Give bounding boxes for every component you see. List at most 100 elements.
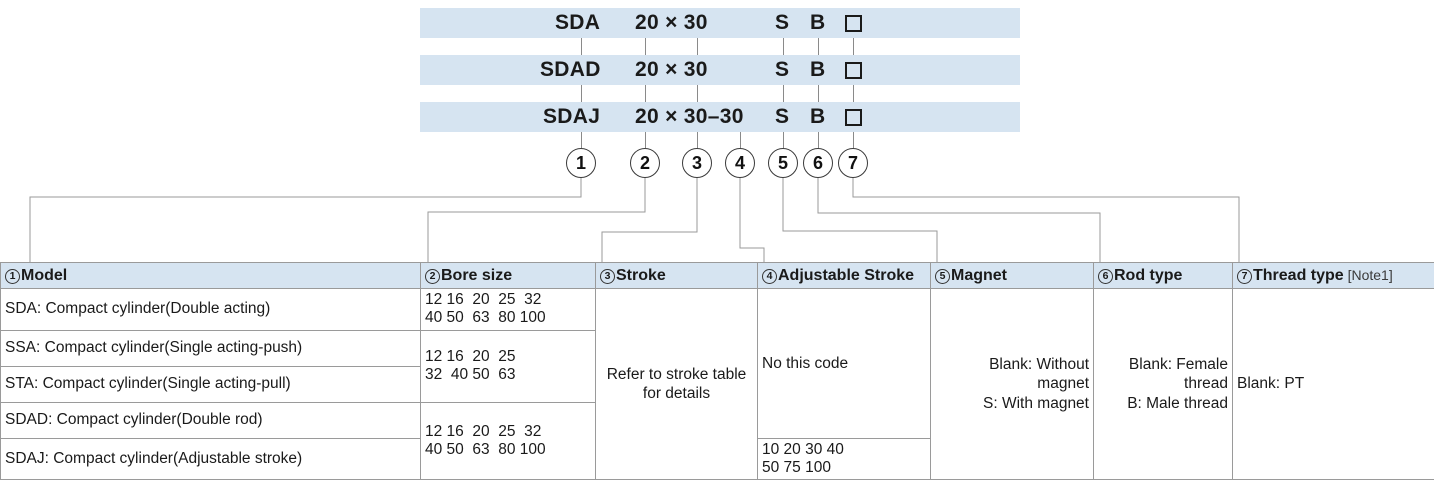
header-thread-type-note: [Note1]: [1343, 266, 1393, 283]
bore-size-group-3: 12 16 20 25 32 40 50 63 80 100: [420, 401, 596, 481]
empty-box-icon: [845, 62, 862, 79]
callout-circle-4: 4: [725, 148, 755, 178]
tick-3c: [697, 132, 698, 148]
tick-4c: [740, 132, 741, 148]
callout-label-6: 6: [812, 152, 823, 173]
rod-type-value: Blank: Female thread B: Male thread: [1093, 287, 1233, 481]
stroke-value: Refer to stroke table for details: [595, 287, 758, 481]
callout-label-7: 7: [847, 152, 858, 173]
tick-2b: [645, 85, 646, 102]
model-sta: STA: Compact cylinder(Single acting-pull…: [0, 365, 421, 403]
tick-1a: [581, 38, 582, 55]
callout-circle-3: 3: [682, 148, 712, 178]
header-num-7: 7: [1237, 268, 1252, 284]
tick-6a: [818, 38, 819, 55]
code-sda-model: SDA: [555, 11, 601, 34]
empty-box-icon: [845, 15, 862, 32]
header-num-3: 3: [600, 268, 615, 284]
code-bar-sdaj: [420, 102, 1020, 132]
header-thread-type-label: Thread type: [1253, 266, 1344, 284]
model-sda: SDA: Compact cylinder(Double acting): [0, 288, 421, 331]
leader-line-1: [29, 178, 582, 262]
model-ssa: SSA: Compact cylinder(Single acting-push…: [0, 329, 421, 367]
leader-line-2: [427, 178, 646, 262]
code-sdaj-model: SDAJ: [543, 105, 601, 128]
header-magnet-label: Magnet: [951, 266, 1007, 284]
adjustable-stroke-values: 10 20 30 40 50 75 100: [757, 437, 931, 481]
code-sdaj-rod-type: B: [810, 105, 826, 128]
tick-1c: [581, 132, 582, 148]
code-sda-magnet: S: [775, 11, 790, 34]
callout-circle-7: 7: [838, 148, 868, 178]
model-sdad: SDAD: Compact cylinder(Double rod): [0, 401, 421, 439]
code-sdaj-bore-stroke-adj: 20 × 30–30: [635, 105, 744, 128]
leader-line-6: [817, 178, 1101, 262]
leader-line-7: [852, 178, 1240, 262]
table-row: SDAJ: Compact cylinder(Adjustable stroke…: [0, 437, 1434, 481]
header-adjustable-stroke-label: Adjustable Stroke: [778, 266, 915, 284]
callout-circle-2: 2: [630, 148, 660, 178]
header-bore-size-label: Bore size: [441, 266, 513, 284]
tick-5c: [783, 132, 784, 148]
callout-label-2: 2: [639, 152, 650, 173]
empty-box-icon: [845, 109, 862, 126]
code-sda-thread-type-box: [845, 8, 862, 38]
code-bar-sdad: [420, 55, 1020, 85]
table-row: SDAD: Compact cylinder(Double rod) 12 16…: [0, 401, 1434, 481]
adjustable-stroke-none: No this code: [757, 288, 931, 439]
tick-3a: [697, 38, 698, 55]
tick-1b: [581, 85, 582, 102]
tick-2a: [645, 38, 646, 55]
header-num-1: 1: [5, 268, 20, 284]
callout-circle-1: 1: [566, 148, 596, 178]
thread-type-value: Blank: PT: [1232, 287, 1434, 481]
header-num-5: 5: [935, 268, 950, 284]
header-model-label: Model: [21, 266, 68, 284]
header-rod-type-label: Rod type: [1114, 266, 1183, 284]
header-num-2: 2: [425, 268, 440, 284]
code-sdad-magnet: S: [775, 58, 790, 81]
callout-label-1: 1: [575, 152, 586, 173]
code-sdaj-thread-type-box: [845, 102, 862, 132]
header-num-6: 6: [1098, 268, 1113, 284]
table-row: SDA: Compact cylinder(Double acting) 12 …: [0, 287, 1434, 481]
code-sdad-model: SDAD: [540, 58, 601, 81]
bore-size-group-2: 12 16 20 25 32 40 50 63: [420, 329, 596, 403]
code-sdad-bore-stroke: 20 × 30: [635, 58, 708, 81]
tick-5b: [783, 85, 784, 102]
leader-line-5: [782, 178, 938, 262]
callout-label-3: 3: [691, 152, 702, 173]
code-sdad-thread-type-box: [845, 55, 862, 85]
leader-line-4: [739, 178, 765, 262]
callout-label-4: 4: [734, 152, 745, 173]
table-row: SSA: Compact cylinder(Single acting-push…: [0, 329, 1434, 403]
header-stroke-label: Stroke: [616, 266, 666, 284]
callout-label-5: 5: [777, 152, 788, 173]
code-sdaj-magnet: S: [775, 105, 790, 128]
callout-circle-6: 6: [803, 148, 833, 178]
tick-5a: [783, 38, 784, 55]
tick-2c: [645, 132, 646, 148]
model-sdaj: SDAJ: Compact cylinder(Adjustable stroke…: [0, 437, 421, 481]
callout-circle-5: 5: [768, 148, 798, 178]
leader-line-3: [601, 178, 698, 262]
table-row: STA: Compact cylinder(Single acting-pull…: [0, 365, 1434, 403]
tick-3b: [697, 85, 698, 102]
code-sda-bore-stroke: 20 × 30: [635, 11, 708, 34]
tick-7a: [853, 38, 854, 55]
tick-6b: [818, 85, 819, 102]
header-num-4: 4: [762, 268, 777, 284]
magnet-value: Blank: Without magnet S: With magnet: [930, 287, 1094, 481]
bore-size-group-1: 12 16 20 25 32 40 50 63 80 100: [420, 288, 596, 331]
